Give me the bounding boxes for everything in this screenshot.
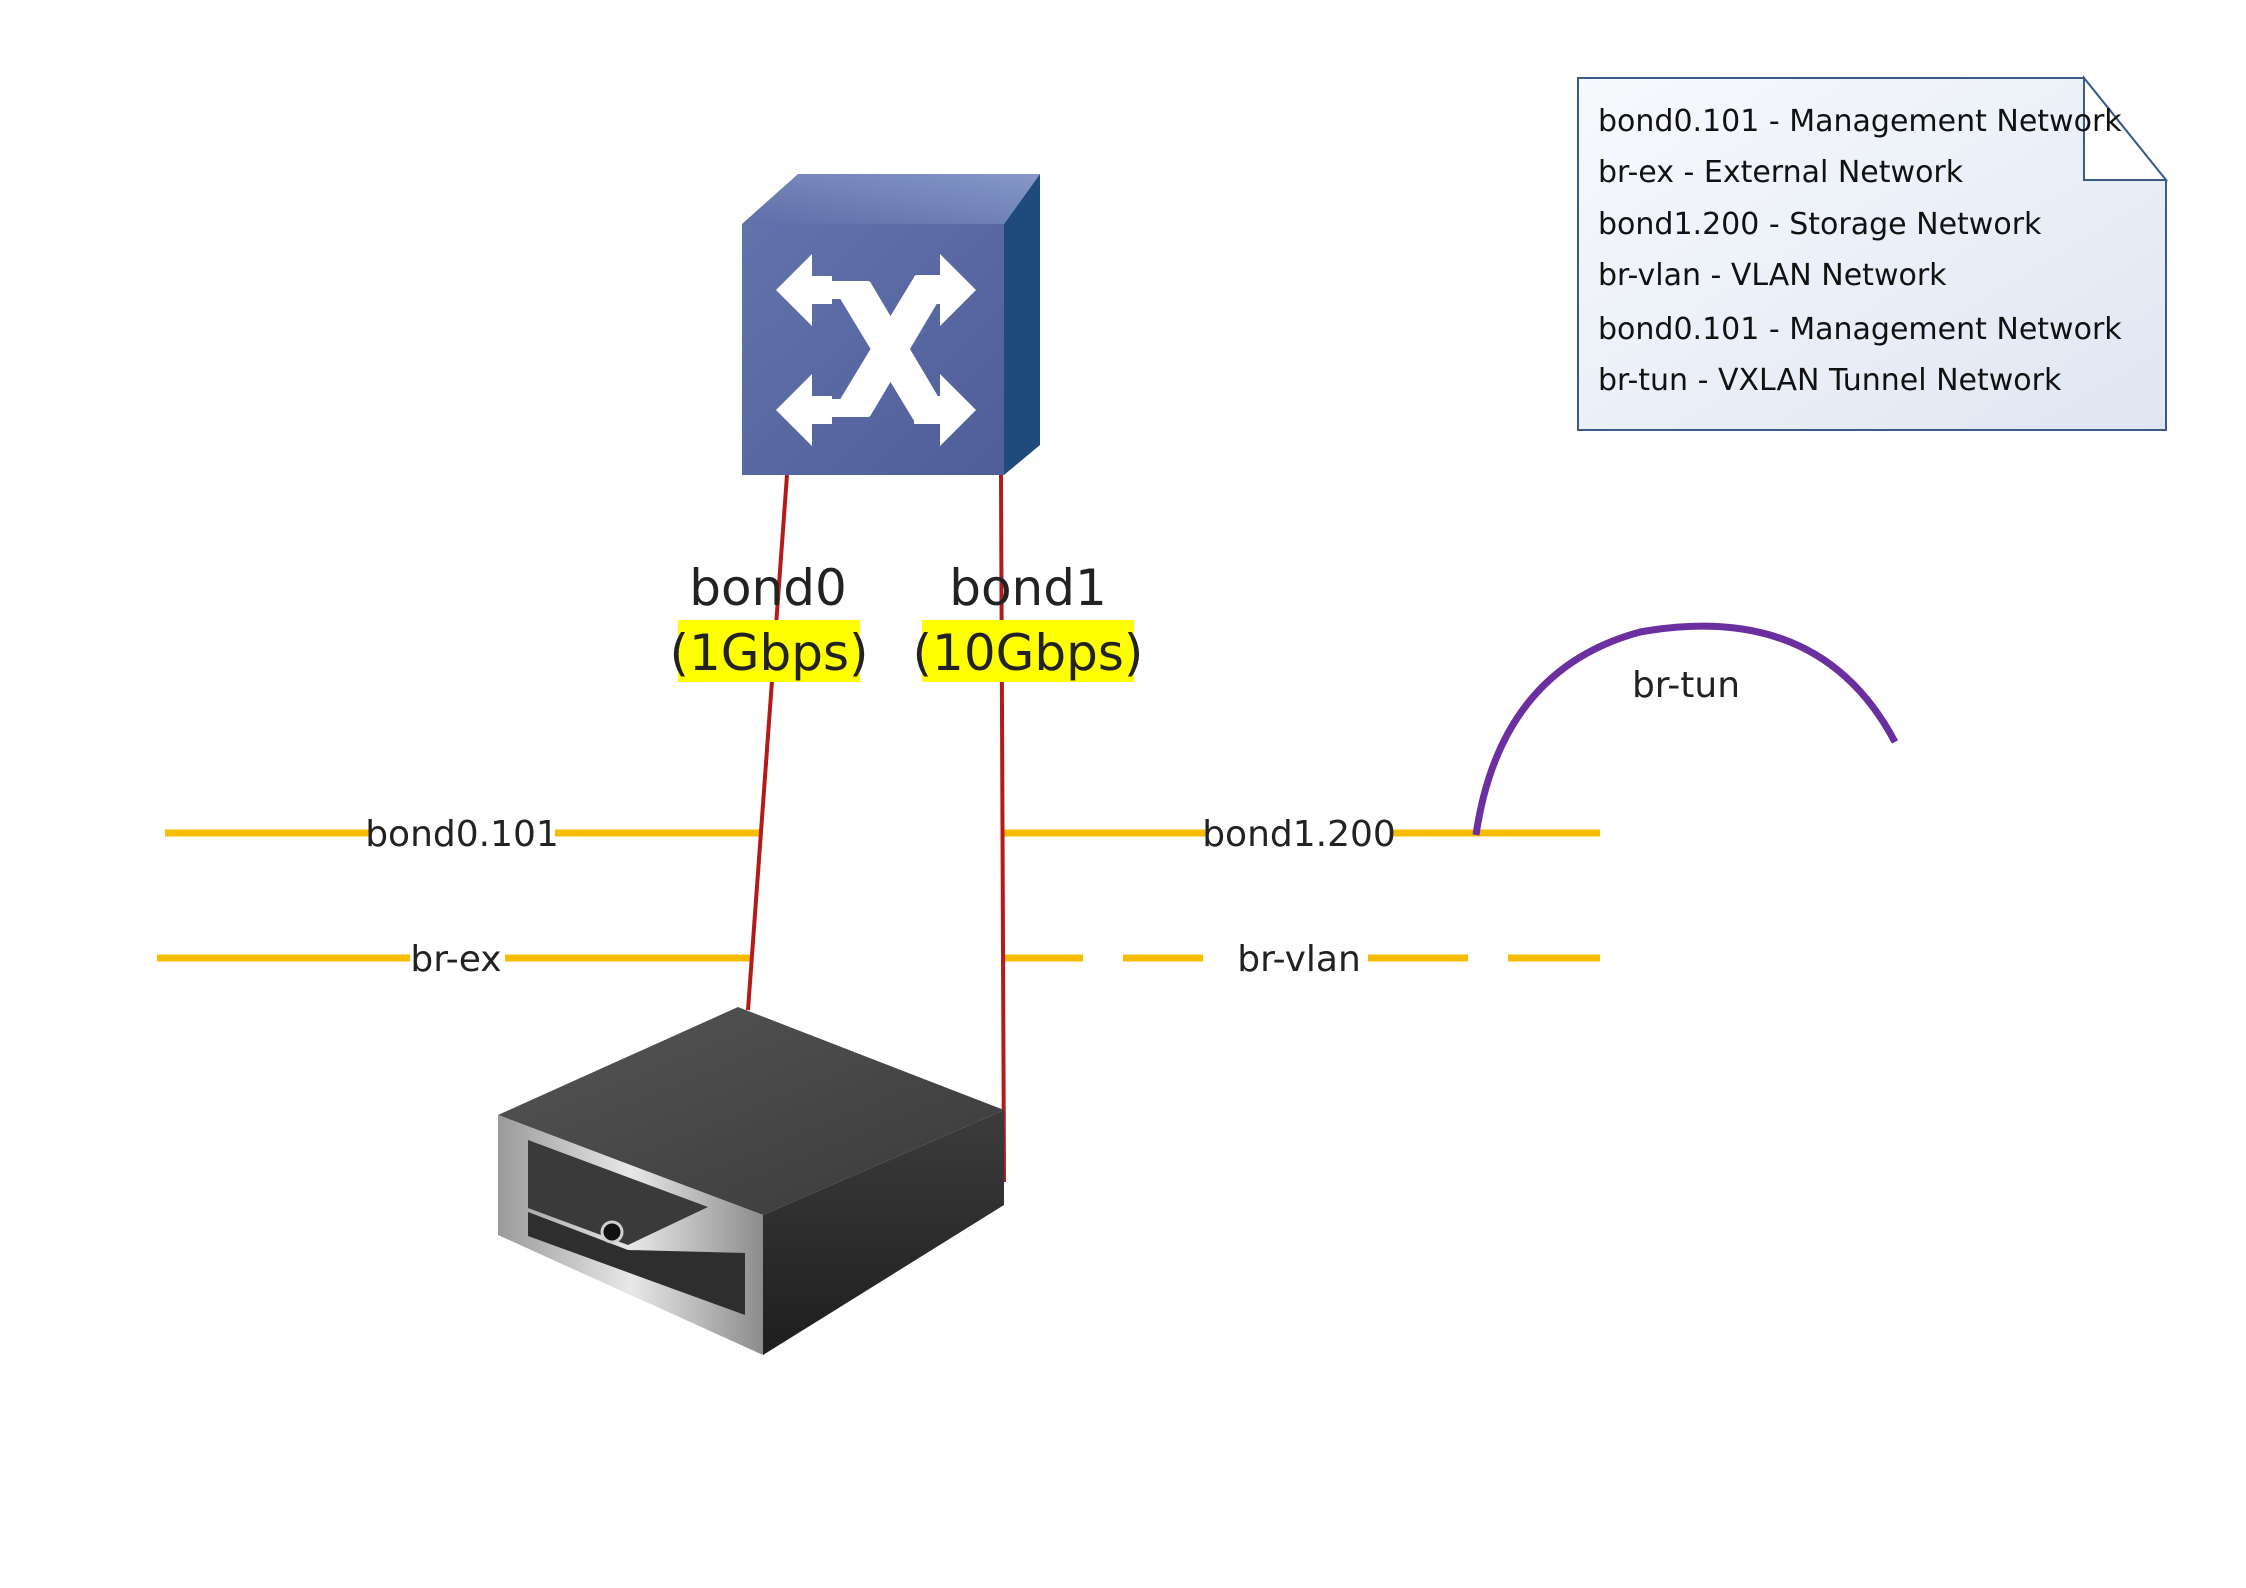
bond0-uplink-cable <box>746 474 789 1011</box>
bond0-name-label: bond0 <box>689 559 847 617</box>
server-power-button[interactable] <box>600 1220 624 1244</box>
legend-line-3: bond1.200 - Storage Network <box>1598 207 2042 242</box>
legend-note: bond0.101 - Management Network br-ex - E… <box>1577 75 2169 431</box>
bond0-speed-highlight <box>678 620 860 682</box>
br-vlan-label: br-vlan <box>1237 939 1361 980</box>
bond1-200-label: bond1.200 <box>1202 814 1396 855</box>
legend-line-6: br-tun - VXLAN Tunnel Network <box>1598 363 2062 398</box>
legend-line-1: bond0.101 - Management Network <box>1598 104 2122 139</box>
server-chassis-icon <box>498 1007 1004 1355</box>
bond1-speed-label: (10Gbps) <box>913 624 1144 682</box>
legend-line-2: br-ex - External Network <box>1598 155 1964 190</box>
bond0-speed-label: (1Gbps) <box>669 624 868 682</box>
legend-line-5: bond0.101 - Management Network <box>1598 312 2122 347</box>
legend-line-4: br-vlan - VLAN Network <box>1598 258 1947 293</box>
bond1-uplink-cable <box>999 474 1006 1183</box>
bond0-101-label: bond0.101 <box>365 814 559 855</box>
network-switch-icon <box>742 174 1040 475</box>
br-ex-label: br-ex <box>410 939 501 980</box>
bond1-speed-highlight <box>922 620 1134 682</box>
br-tun-arc <box>1472 622 1899 836</box>
switch-cross-arrows-icon <box>776 254 976 446</box>
br-tun-label: br-tun <box>1632 665 1740 706</box>
bond1-name-label: bond1 <box>949 559 1107 617</box>
